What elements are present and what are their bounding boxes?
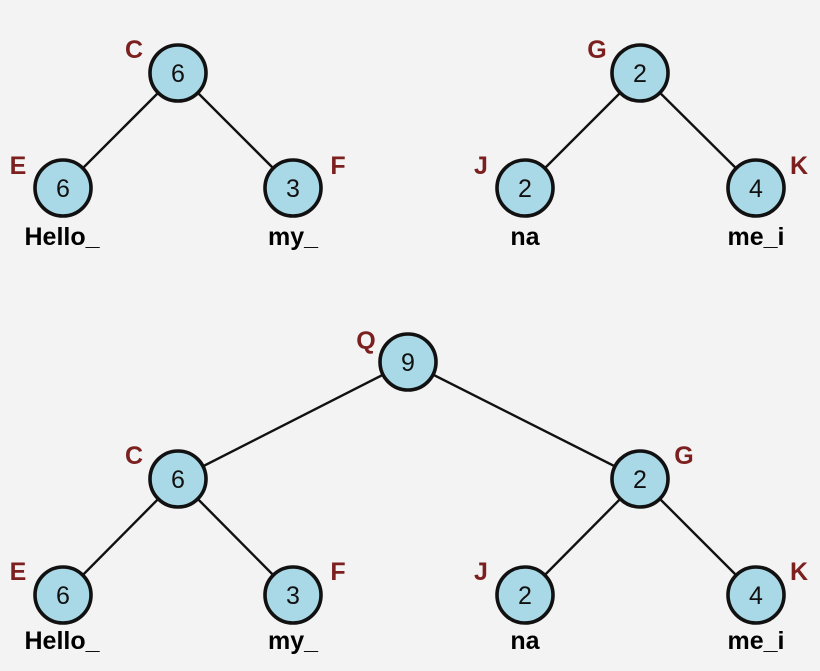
node-f-circle: [263, 158, 323, 218]
node-g-combined-circle: [610, 449, 670, 509]
node-q: 9 Q: [356, 327, 438, 392]
node-j-value: 2: [518, 175, 532, 203]
node-c-combined-value: 6: [171, 466, 185, 494]
tree-c: 6 C 6 E Hello_ 3 F my_: [10, 36, 346, 251]
node-k-value: 4: [749, 175, 763, 203]
node-c-combined-circle: [148, 449, 208, 509]
node-j-combined: 2 J na: [474, 558, 555, 655]
node-c: 6 C: [125, 36, 208, 103]
node-j-word: na: [510, 223, 540, 251]
node-f: 3 F my_: [263, 152, 346, 251]
node-f-combined: 3 F my_: [263, 558, 346, 655]
node-k-combined-value: 4: [749, 582, 763, 610]
node-j-combined-letter: J: [474, 558, 488, 586]
node-e-combined-circle: [33, 565, 93, 625]
node-g-value: 2: [633, 60, 647, 88]
edge-q-c: [177, 360, 409, 481]
node-f-combined-circle: [263, 565, 323, 625]
node-k-combined-letter: K: [790, 558, 808, 586]
node-e: 6 E Hello_: [10, 152, 101, 251]
node-j-circle: [495, 158, 555, 218]
node-c-combined: 6 C: [125, 442, 208, 509]
node-j-combined-value: 2: [518, 582, 532, 610]
node-g-circle: [610, 43, 670, 103]
node-e-combined-word: Hello_: [24, 627, 100, 655]
tree-q: 9 Q 6 C 6 E Hello_ 3 F my_ 2 G 2: [10, 327, 808, 655]
node-q-letter: Q: [356, 327, 375, 355]
node-e-circle: [33, 158, 93, 218]
node-f-value: 3: [286, 175, 300, 203]
node-c-value: 6: [171, 60, 185, 88]
node-f-letter: F: [330, 152, 345, 180]
node-j-letter: J: [474, 152, 488, 180]
node-e-value: 6: [56, 175, 70, 203]
node-k-word: me_i: [728, 223, 785, 251]
node-k-combined: 4 K me_i: [726, 558, 808, 655]
node-q-circle: [378, 332, 438, 392]
node-q-value: 9: [401, 349, 415, 377]
node-g-letter: G: [587, 36, 606, 64]
node-g-combined: 2 G: [610, 442, 694, 509]
node-c-combined-letter: C: [125, 442, 143, 470]
node-e-combined-letter: E: [10, 558, 27, 586]
node-j: 2 J na: [474, 152, 555, 251]
node-e-word: Hello_: [24, 223, 100, 251]
node-c-circle: [148, 43, 208, 103]
node-k-letter: K: [790, 152, 808, 180]
node-k-combined-circle: [726, 565, 786, 625]
node-k-circle: [726, 158, 786, 218]
node-f-combined-value: 3: [286, 582, 300, 610]
node-k: 4 K me_i: [726, 152, 808, 251]
node-j-combined-circle: [495, 565, 555, 625]
node-f-combined-word: my_: [268, 627, 319, 655]
node-e-letter: E: [10, 152, 27, 180]
edge-q-g: [407, 360, 641, 481]
node-f-combined-letter: F: [330, 558, 345, 586]
node-e-combined: 6 E Hello_: [10, 558, 101, 655]
tree-g: 2 G 2 J na 4 K me_i: [474, 36, 808, 251]
node-j-combined-word: na: [510, 627, 540, 655]
node-c-letter: C: [125, 36, 143, 64]
node-k-combined-word: me_i: [728, 627, 785, 655]
node-g: 2 G: [587, 36, 670, 103]
node-f-word: my_: [268, 223, 319, 251]
node-e-combined-value: 6: [56, 582, 70, 610]
node-g-combined-letter: G: [674, 442, 693, 470]
node-g-combined-value: 2: [633, 466, 647, 494]
